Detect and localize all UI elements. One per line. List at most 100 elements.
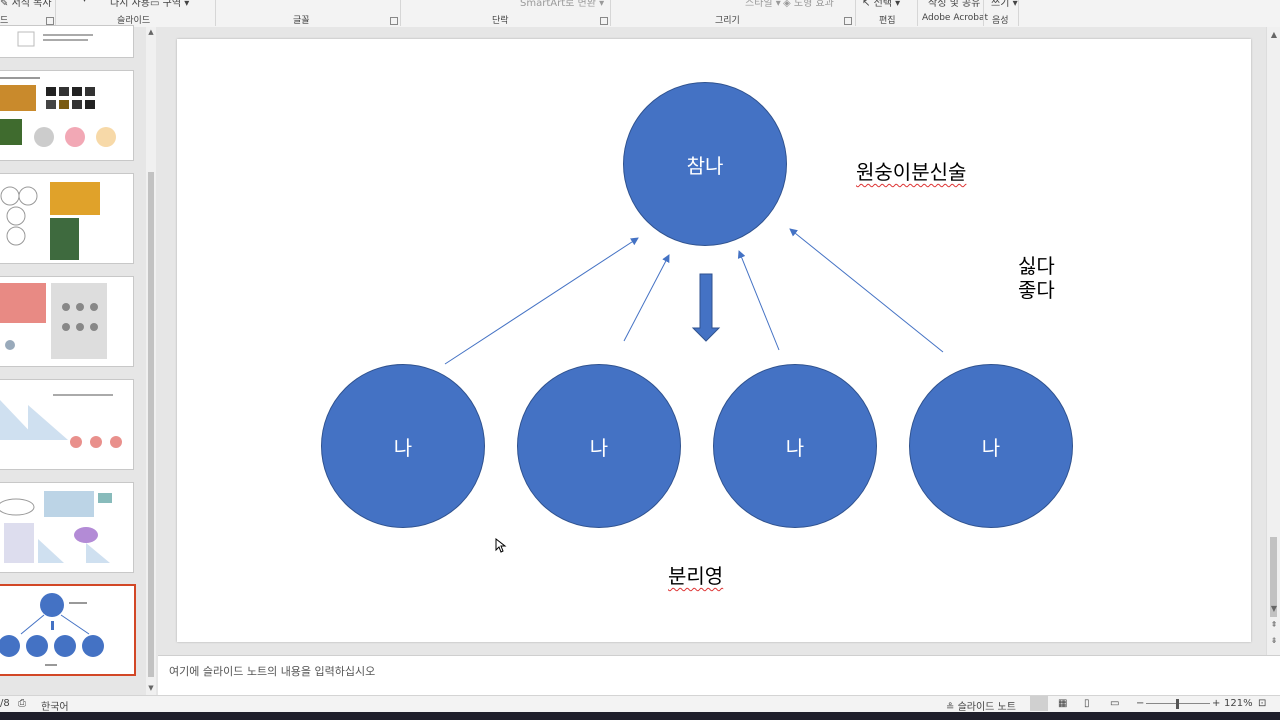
slide-thumbnail[interactable] (0, 379, 134, 470)
zoom-level[interactable]: 121% (1224, 698, 1253, 709)
font-launcher-icon[interactable] (390, 17, 398, 25)
ribbon-separator (610, 0, 611, 26)
section-button[interactable]: ▭ 구역 ▾ (150, 0, 190, 9)
arrow-1[interactable] (444, 237, 639, 365)
thumbnail-preview (0, 394, 122, 448)
slide-thumbnail[interactable] (0, 25, 134, 58)
normal-view-icon[interactable] (1030, 696, 1048, 711)
thumbnail-preview (0, 77, 116, 147)
voice-group-label: 음성 (992, 16, 1009, 26)
paragraph-launcher-icon[interactable] (600, 17, 608, 25)
paragraph-group-label: 단락 (492, 16, 509, 26)
accessibility-icon[interactable]: ⎙ (18, 698, 26, 709)
clipboard-group-label: 드 (0, 16, 9, 26)
font-group-label: 글꼴 (293, 16, 310, 26)
slide-canvas[interactable]: 참나 나 나 나 나 원숭이분신술 싫다 좋다 분리영 (177, 39, 1251, 642)
scroll-thumb[interactable] (1270, 537, 1277, 617)
ribbon-separator (215, 0, 216, 26)
scroll-up-icon[interactable]: ▲ (1270, 30, 1278, 39)
slide-index: /8 (0, 698, 10, 709)
scroll-down-icon[interactable]: ▼ (1270, 604, 1278, 613)
slides-group-label: 슬라이드 (117, 16, 151, 26)
arrow-4[interactable] (789, 228, 944, 353)
thumbnail-preview (0, 491, 112, 563)
bottom-circle-shape[interactable]: 나 (321, 364, 485, 528)
top-circle-label: 참나 (686, 153, 724, 178)
slide-thumbnail[interactable] (0, 173, 134, 264)
thumbnail-preview (0, 283, 107, 359)
status-bar: /8 ⎙ 한국어 ≗ 슬라이드 노트 ▦ ▯ ▭ − + 121% ⊡ (0, 695, 1280, 713)
next-slide-icon[interactable]: ⇟ (1270, 636, 1278, 645)
bottom-circle-shape[interactable]: 나 (517, 364, 681, 528)
top-circle-shape[interactable]: 참나 (623, 82, 787, 246)
mouse-cursor-icon (495, 538, 507, 553)
scroll-up-icon[interactable]: ▲ (148, 28, 154, 36)
text-box-bottom[interactable]: 분리영 (668, 564, 724, 588)
format-painter-button[interactable]: ✎ 서식 복사 (0, 0, 52, 9)
down-arrow-shape[interactable] (691, 273, 721, 342)
notes-pane[interactable]: 여기에 슬라이드 노트의 내용을 입력하십시오 (158, 655, 1280, 696)
scroll-thumb[interactable] (148, 172, 154, 677)
notes-placeholder: 여기에 슬라이드 노트의 내용을 입력하십시오 (169, 665, 376, 678)
zoom-slider-thumb[interactable] (1176, 699, 1179, 709)
slide-sorter-icon[interactable]: ▦ (1058, 698, 1068, 709)
thumbnail-preview (17, 31, 93, 47)
clipboard-launcher-icon[interactable] (46, 17, 54, 25)
ribbon-separator (855, 0, 856, 26)
ribbon-separator (55, 0, 56, 26)
acrobat-group-label: Adobe Acrobat (922, 13, 989, 23)
bottom-circle-shape[interactable]: 나 (713, 364, 877, 528)
drawing-group-label: 그리기 (715, 16, 740, 26)
slide-scrollbar[interactable]: ▲ ▼ ⇞ ⇟ (1266, 27, 1280, 655)
shape-styles-button[interactable]: 스타일 ▾ (745, 0, 781, 9)
arrow-2[interactable] (623, 254, 670, 342)
bottom-circle-label: 나 (981, 435, 1001, 460)
slide-thumbnail[interactable] (0, 482, 134, 573)
dictate-button[interactable]: 쓰기 ▾ (991, 0, 1018, 9)
layout-dropdown[interactable]: ▾ (82, 0, 87, 5)
notes-toggle-button[interactable]: ≗ 슬라이드 노트 (946, 702, 1016, 713)
ribbon-separator (1018, 0, 1019, 26)
smartart-convert-button[interactable]: SmartArt로 변환 ▾ (520, 0, 605, 9)
reuse-slides-button[interactable]: 다시 사용 (110, 0, 150, 9)
notes-toggle-label: 슬라이드 노트 (957, 702, 1016, 713)
language-indicator[interactable]: 한국어 (41, 702, 69, 713)
zoom-out-icon[interactable]: − (1136, 698, 1145, 709)
prev-slide-icon[interactable]: ⇞ (1270, 620, 1278, 629)
thumbnail-scrollbar[interactable]: ▲ ▼ (146, 27, 156, 695)
shape-effects-button[interactable]: ◈ 도형 효과 (783, 0, 834, 9)
text-line: 싫다 (1018, 254, 1055, 278)
text-box-top-right[interactable]: 원숭이분신술 (856, 160, 967, 184)
slide-thumbnail[interactable] (0, 70, 134, 161)
format-painter-label: 서식 복사 (11, 0, 52, 9)
arrow-3[interactable] (737, 250, 780, 351)
bottom-circle-label: 나 (785, 435, 805, 460)
text-box-right[interactable]: 싫다 좋다 (1018, 254, 1055, 302)
create-share-button[interactable]: 작성 및 공유 (928, 0, 981, 9)
slide-thumbnail-active[interactable] (0, 584, 136, 676)
section-label: 구역 (162, 0, 182, 9)
select-label: 선택 (873, 0, 892, 9)
bottom-circle-label: 나 (589, 435, 609, 460)
bottom-circle-shape[interactable]: 나 (909, 364, 1073, 528)
reading-view-icon[interactable]: ▯ (1084, 698, 1090, 709)
fit-to-window-icon[interactable]: ⊡ (1258, 698, 1267, 709)
ribbon-separator (917, 0, 918, 26)
ribbon-separator (983, 0, 984, 26)
editing-group-label: 편집 (879, 16, 896, 26)
smartart-label: SmartArt로 변환 (520, 0, 596, 9)
scroll-down-icon[interactable]: ▼ (148, 684, 154, 692)
select-button[interactable]: ↖ 선택 ▾ (862, 0, 901, 9)
slideshow-icon[interactable]: ▭ (1110, 698, 1120, 709)
styles-label: 스타일 (745, 0, 773, 9)
slide-thumbnail[interactable] (0, 276, 134, 367)
slide-thumbnail-pane: ▲ ▼ (0, 25, 158, 695)
text-line: 좋다 (1018, 278, 1055, 302)
effects-label: 도형 효과 (793, 0, 834, 9)
drawing-launcher-icon[interactable] (844, 17, 852, 25)
taskbar (0, 712, 1280, 720)
bottom-circle-label: 나 (393, 435, 413, 460)
thumbnail-preview (0, 182, 100, 260)
thumbnail-preview (0, 593, 104, 666)
zoom-in-icon[interactable]: + (1212, 698, 1221, 709)
